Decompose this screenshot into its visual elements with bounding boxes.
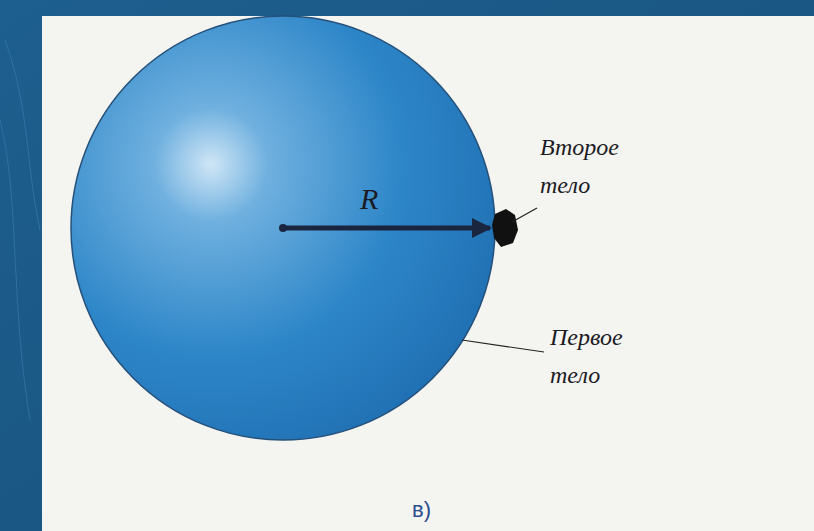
page-background [42,16,814,531]
leader-line [462,340,544,352]
callout-label: Первое тело [550,318,650,394]
frame-decoration [0,40,40,420]
second-body [492,209,518,247]
panel-letter: в) [412,496,452,524]
radius-arrow [283,226,490,231]
leader-line [512,208,537,222]
first-body-circle [71,16,495,440]
callout-label: Второе тело [540,128,632,204]
radius-label: R [360,182,400,216]
